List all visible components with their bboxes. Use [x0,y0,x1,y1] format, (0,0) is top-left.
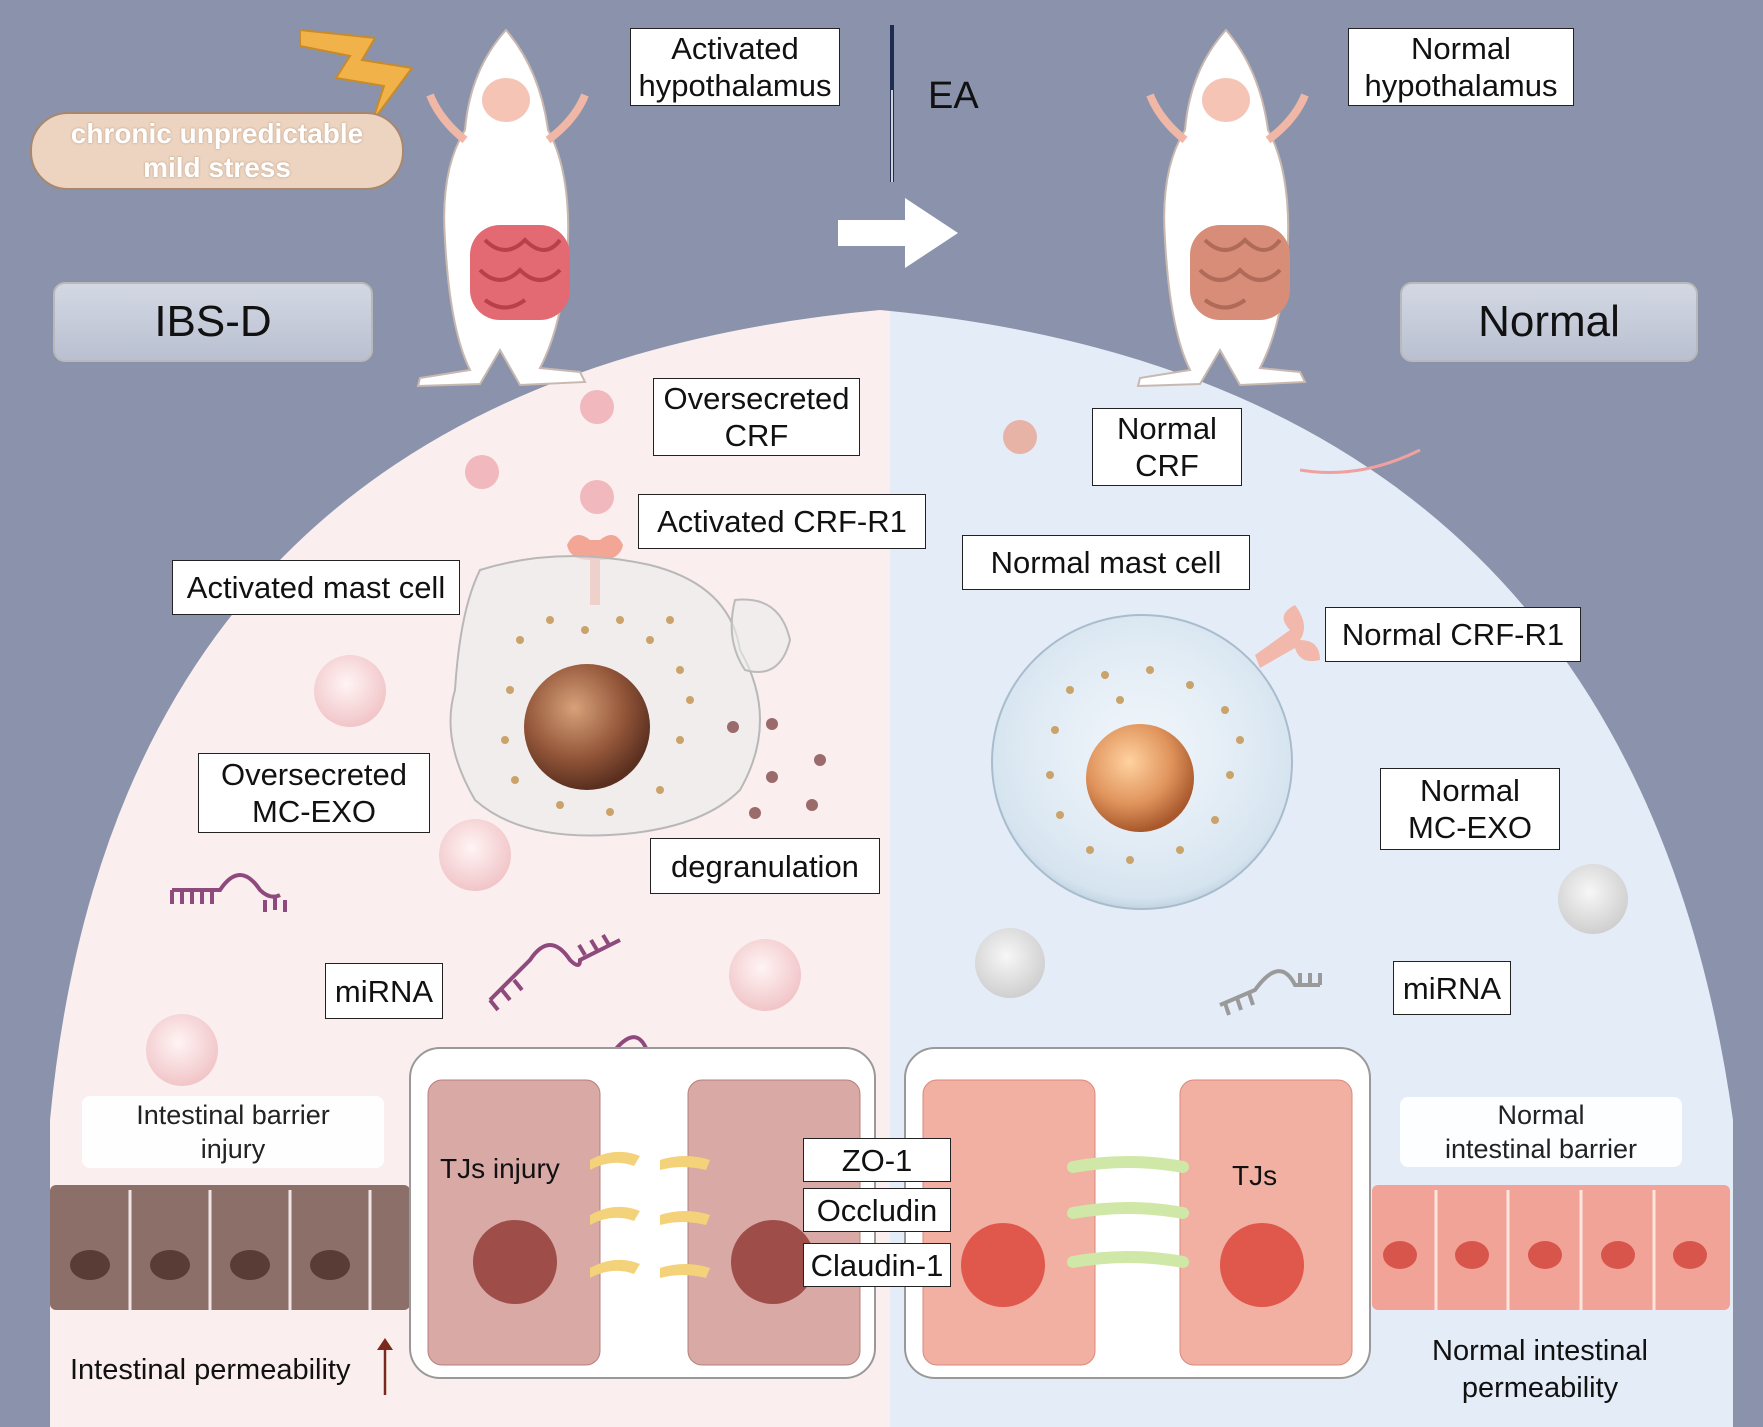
permeability-left-label: Intestinal permeability [70,1354,351,1386]
crf-left-line-2: CRF [724,418,789,453]
permeability-right-line-2: permeability [1461,1372,1619,1404]
rat-ibs-d [416,28,589,388]
tj-normal-label: TJs [1232,1160,1278,1191]
barrier-right-line-1: Normal [1497,1100,1585,1130]
mast-cell-right-label: Normal mast cell [962,535,1250,590]
mc-exo-left-line-2: MC-EXO [252,794,376,829]
protein-zo-1-text: ZO-1 [841,1142,913,1178]
crf-r1-right-label: Normal CRF-R1 [1325,607,1581,662]
degranulation-granules [727,718,826,819]
group-label-ibs-d: IBS-D [53,282,373,362]
degranulation-label: degranulation [650,838,880,894]
hypothalamus-left-label: Activated hypothalamus [630,28,840,106]
mast-cell-right-text: Normal mast cell [990,545,1222,580]
protein-zo-1-label: ZO-1 [803,1138,951,1182]
protein-claudin-1-text: Claudin-1 [810,1247,944,1283]
mast-cell-activated [449,555,792,837]
group-label-normal: Normal [1400,282,1698,362]
mc-exo-left-label: Oversecreted MC-EXO [198,753,430,833]
crf-r1-right-text: Normal CRF-R1 [1341,617,1565,652]
hypothalamus-left-line-2: hypothalamus [638,68,832,103]
mirna-left-text: miRNA [334,973,434,1009]
crf-r1-icon-right [1255,605,1320,668]
permeability-right-line-1: Normal intestinal [1432,1335,1648,1367]
rat-normal [1136,28,1421,474]
mast-cell-left-label: Activated mast cell [172,560,460,615]
crf-molecules-left [465,390,614,514]
epithelium-injured [50,1185,410,1310]
mirna-right [1219,969,1322,1016]
lightning-icon [299,28,414,123]
crf-molecule-right [1003,420,1037,454]
protein-occludin-text: Occludin [816,1192,938,1228]
crf-left-line-1: Oversecreted [663,381,850,416]
crf-right-line-2: CRF [1135,448,1199,483]
mirna-right-text: miRNA [1402,970,1502,1006]
mirna-left-label: miRNA [325,963,443,1019]
protein-claudin-1-label: Claudin-1 [803,1243,951,1287]
barrier-right-label: Normal intestinal barrier [1400,1097,1682,1167]
mc-exo-right-label: Normal MC-EXO [1380,768,1560,850]
mast-cell-left-text: Activated mast cell [186,570,446,605]
crf-left-label: Oversecreted CRF [653,378,860,456]
tj-injury-label: TJs injury [440,1153,560,1184]
barrier-left-line-1: Intestinal barrier [136,1100,330,1130]
hypothalamus-right-line-1: Normal [1411,31,1511,66]
crf-r1-left-text: Activated CRF-R1 [657,504,907,539]
tight-junction-zoom-injured [409,1047,876,1379]
hypothalamus-right-label: Normal hypothalamus [1348,28,1574,106]
mc-exo-left [146,655,801,1086]
hypothalamus-right-line-2: hypothalamus [1364,68,1558,103]
crf-right-label: Normal CRF [1092,408,1242,486]
permeability-right-label: Normal intestinal permeability [1410,1333,1670,1407]
crf-r1-left-label: Activated CRF-R1 [638,494,926,549]
mc-exo-right-line-1: Normal [1420,773,1520,808]
mc-exo-left-line-1: Oversecreted [220,757,408,792]
mirna-right-label: miRNA [1393,961,1511,1015]
mc-exo-right-line-2: MC-EXO [1408,810,1532,845]
tight-junction-zoom-normal [904,1047,1371,1379]
ea-label: EA [928,75,979,117]
degranulation-text: degranulation [671,848,859,884]
protein-occludin-label: Occludin [803,1188,951,1232]
stress-label-line-1: chronic unpredictable [70,118,364,149]
stress-label: chronic unpredictable mild stress [30,112,404,190]
treatment-arrow-icon [838,198,958,268]
crf-right-line-1: Normal [1117,411,1217,446]
hypothalamus-left-line-1: Activated [671,31,799,66]
mc-exo-right [975,864,1628,998]
epithelium-normal [1372,1185,1730,1310]
barrier-left-line-2: injury [200,1134,266,1164]
mast-cell-normal [991,614,1293,910]
barrier-left-label: Intestinal barrier injury [82,1096,384,1168]
stress-label-line-2: mild stress [143,152,291,183]
barrier-right-line-2: intestinal barrier [1444,1134,1638,1164]
